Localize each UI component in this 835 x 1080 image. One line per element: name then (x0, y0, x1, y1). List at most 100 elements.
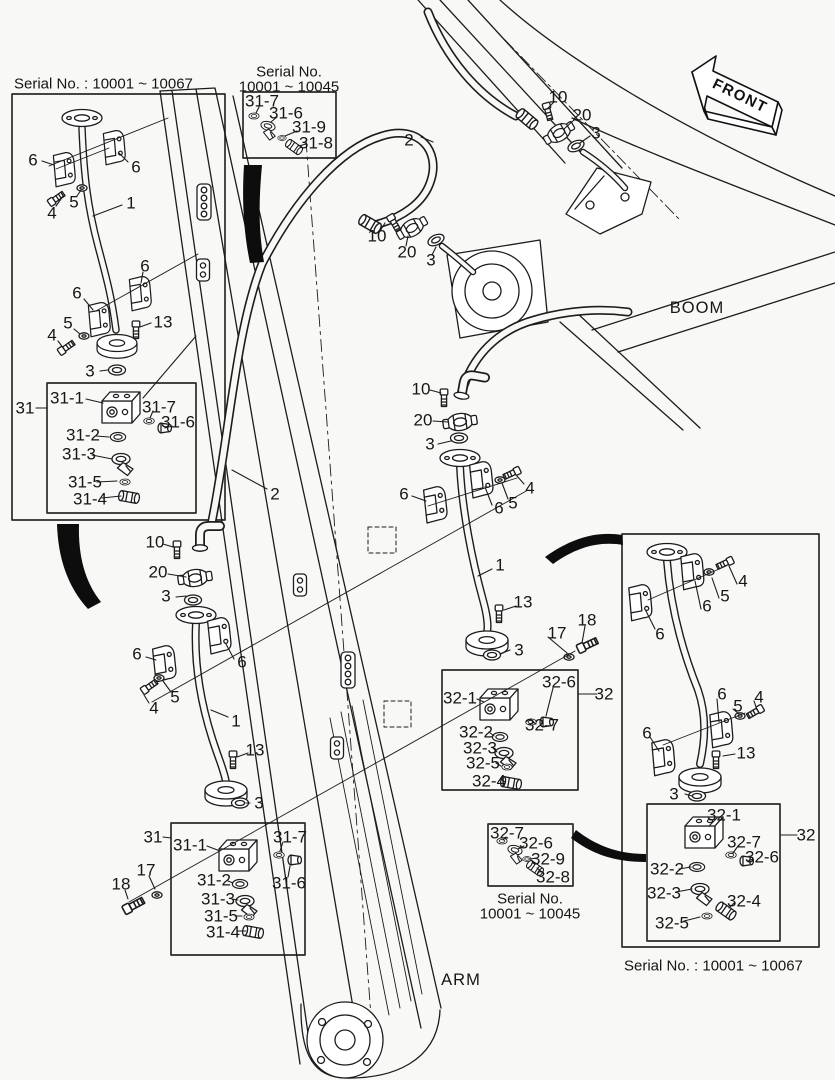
o-ring-icon (701, 912, 713, 920)
serial-note-top-middle-1: Serial No. (256, 64, 322, 81)
detail-box-top-left (11, 93, 226, 521)
callout-13: 13 (246, 741, 265, 760)
callout-5: 5 (733, 697, 742, 716)
detail-box-32-right (646, 803, 781, 942)
callout-6: 6 (702, 597, 711, 616)
callout-13: 13 (514, 593, 533, 612)
serial-note-bottom-middle-1: Serial No. (497, 891, 563, 908)
dashed-mount-plate (383, 700, 412, 728)
callout-4: 4 (47, 204, 56, 223)
callout-1: 1 (495, 556, 504, 575)
callout-31-7: 31-7 (245, 92, 279, 111)
clamp-icon (422, 485, 449, 524)
callout-31-2: 31-2 (197, 871, 231, 890)
callout-17: 17 (548, 624, 567, 643)
boom-pipe-stub (438, 148, 629, 276)
callout-31-5: 31-5 (68, 473, 102, 492)
bolt-icon (172, 540, 182, 560)
nut-icon (117, 489, 141, 505)
hose-center (457, 305, 633, 397)
callout-32-1: 32-1 (443, 689, 477, 708)
callout-31-1: 31-1 (50, 389, 84, 408)
swoosh-top-middle (243, 165, 264, 263)
serial-labels: Serial No. : 10001 ~ 10067 Serial No. 10… (14, 64, 803, 990)
callout-32: 32 (595, 685, 614, 704)
callout-31-4: 31-4 (73, 490, 107, 509)
pipe-assembly-boxed-right (627, 542, 766, 922)
callout-3: 3 (254, 794, 263, 813)
o-ring-icon (109, 431, 127, 443)
pipe-foot-icon (96, 333, 138, 359)
clamp-icon (708, 710, 735, 749)
elbow-fitting-icon (690, 882, 713, 907)
o-ring-icon (119, 478, 131, 486)
callout-18: 18 (112, 875, 131, 894)
callout-31-6: 31-6 (269, 104, 303, 123)
callout-32-5: 32-5 (655, 914, 689, 933)
callout-31-8: 31-8 (299, 134, 333, 153)
callout-31-1: 31-1 (173, 836, 207, 855)
callout-3: 3 (85, 362, 94, 381)
callout-10: 10 (412, 380, 431, 399)
pipe-foot-icon (678, 767, 722, 794)
callout-6: 6 (642, 724, 651, 743)
callout-5: 5 (69, 193, 78, 212)
callout-2: 2 (404, 131, 413, 150)
callout-4: 4 (738, 572, 747, 591)
valve-block-31-icon (218, 839, 258, 872)
o-ring-icon (248, 112, 260, 120)
callout-4: 4 (47, 326, 56, 345)
o-ring-icon (243, 913, 255, 921)
o-ring-icon (501, 763, 513, 771)
callout-5: 5 (63, 314, 72, 333)
arm-centerline (305, 139, 373, 1031)
callout-20: 20 (149, 563, 168, 582)
callout-5: 5 (170, 688, 179, 707)
callout-13: 13 (737, 744, 756, 763)
boom-structure (417, 0, 835, 431)
o-ring-icon (183, 594, 203, 606)
o-ring-icon (231, 878, 249, 890)
detail-box-31-left (46, 382, 197, 514)
callout-17: 17 (137, 861, 156, 880)
swoosh-bottom-right (571, 830, 646, 862)
callout-5: 5 (508, 494, 517, 513)
callout-31-3: 31-3 (201, 890, 235, 909)
callout-32-7: 32-7 (727, 833, 761, 852)
callout-6: 6 (399, 485, 408, 504)
swoosh-top-left (57, 524, 101, 609)
callout-32-9: 32-9 (531, 850, 565, 869)
o-ring-icon (449, 432, 469, 444)
detail-box-31-bottom (170, 822, 306, 956)
serial-note-bottom-middle-2: 10001 ~ 10045 (480, 906, 581, 923)
split-flange-icon (176, 566, 214, 590)
clamp-icon (52, 151, 77, 188)
detail-box-right (621, 533, 820, 948)
arm-label: ARM (441, 971, 481, 989)
washer-icon (76, 184, 88, 192)
callout-10: 10 (368, 227, 387, 246)
callout-31-2: 31-2 (66, 426, 100, 445)
callout-32-3: 32-3 (647, 884, 681, 903)
callout-31-7: 31-7 (142, 398, 176, 417)
washer-icon (78, 332, 90, 340)
dashed-mount-plate (367, 526, 397, 554)
o-ring-icon (482, 649, 502, 661)
callout-31-6: 31-6 (272, 874, 306, 893)
callout-1: 1 (231, 712, 240, 731)
callout-32-4: 32-4 (472, 772, 506, 791)
bolt-icon (56, 338, 77, 357)
serial-note-top-middle-2: 10001 ~ 10045 (239, 79, 340, 96)
hoses (207, 7, 633, 526)
arm-boss-circle (306, 1001, 384, 1079)
clamp-icon (87, 301, 112, 338)
bolt-icon (711, 750, 721, 770)
callout-6: 6 (28, 151, 37, 170)
callout-10: 10 (146, 533, 165, 552)
callout-32-3: 32-3 (463, 739, 497, 758)
serial-note-top-left: Serial No. : 10001 ~ 10067 (14, 76, 193, 93)
detail-box-32-middle (441, 669, 579, 791)
hose-2-left (207, 128, 438, 526)
